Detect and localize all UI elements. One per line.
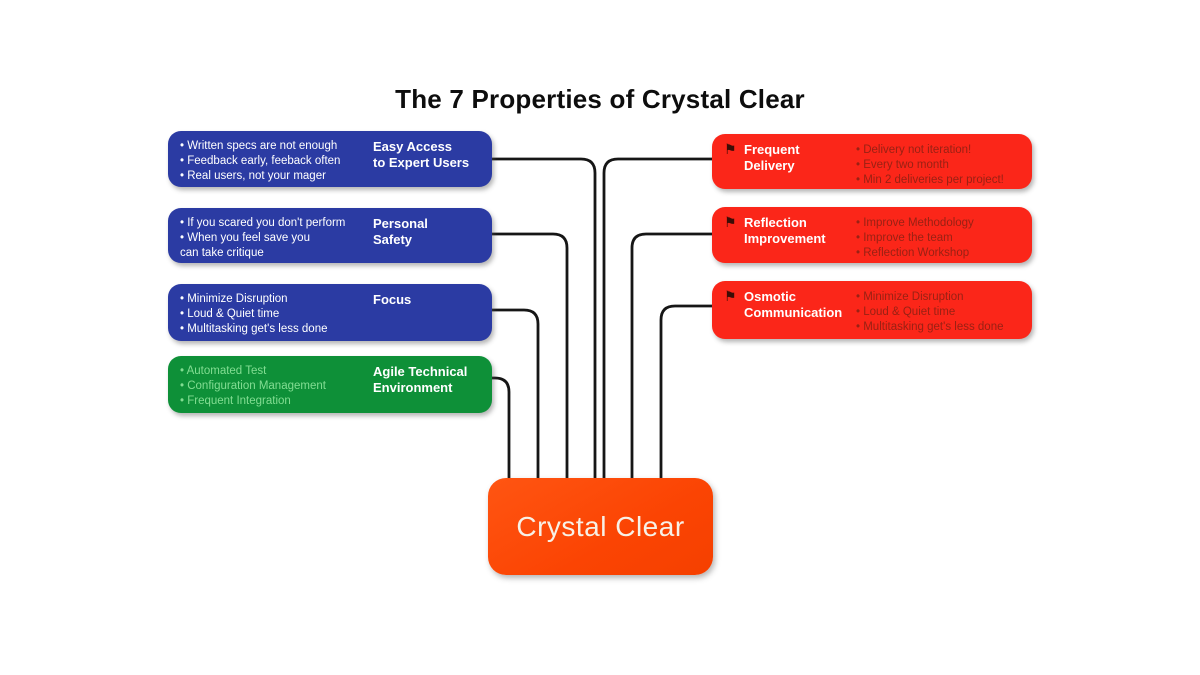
bullet-line: • Real users, not your mager [180,170,326,182]
bullet-list: • If you scared you don't perform • When … [180,216,373,261]
bullet-line: • Loud & Quiet time [856,306,956,318]
bullet-line: • Every two month [856,159,949,171]
bullet-line: • Frequent Integration [180,395,291,407]
bullet-line: • Configuration Management [180,380,326,392]
node-crystal-clear: Crystal Clear [488,478,713,575]
node-label: Agile Technical Environment [373,364,468,395]
node-frequent-delivery: ⚑ Frequent Delivery • Delivery not itera… [712,134,1032,189]
node-osmotic-communication: ⚑ Osmotic Communication • Minimize Disru… [712,281,1032,339]
bullet-list: • Minimize Disruption • Loud & Quiet time… [180,292,373,337]
bullet-line: can take critique [180,247,264,259]
node-label: Focus [373,292,412,307]
bullet-line: • Loud & Quiet time [180,308,280,320]
node-focus: • Minimize Disruption • Loud & Quiet time… [168,284,492,341]
connector-osmotic-communication [659,304,712,478]
node-label: Osmotic Communication [744,289,843,320]
connector-reflection-improvement [630,232,712,478]
flag-icon: ⚑ [724,141,737,157]
connector-agile-environment [492,376,511,478]
bullet-list: • Improve Methodology • Improve the team •… [856,216,974,261]
bullet-list: • Delivery not iteration! • Every two mon… [856,143,1004,188]
bullet-line: • Minimize Disruption [180,293,288,305]
node-agile-technical-environment: • Automated Test • Configuration Manageme… [168,356,492,413]
bullet-line: • Improve Methodology [856,217,974,229]
node-label: Easy Access to Expert Users [373,139,470,170]
node-reflection-improvement: ⚑ Reflection Improvement • Improve Metho… [712,207,1032,263]
bullet-line: • Min 2 deliveries per project! [856,174,1004,186]
bullet-line: • Minimize Disruption [856,291,964,303]
bullet-line: • Multitasking get's less done [856,321,1004,333]
bullet-line: • If you scared you don't perform [180,217,346,229]
node-label: Personal Safety [373,216,428,247]
flag-icon: ⚑ [724,214,737,230]
connector-focus [492,308,540,478]
node-easy-access: • Written specs are not enough • Feedback… [168,131,492,187]
node-personal-safety: • If you scared you don't perform • When … [168,208,492,263]
bullet-list: • Written specs are not enough • Feedback… [180,139,373,184]
flag-icon: ⚑ [724,288,737,304]
node-label: Reflection Improvement [744,215,826,246]
bullet-line: • Multitasking get's less done [180,323,328,335]
bullet-list: • Automated Test • Configuration Manageme… [180,364,373,409]
bullet-line: • Feedback early, feeback often [180,155,341,167]
bullet-line: • Delivery not iteration! [856,144,972,156]
diagram-title: The 7 Properties of Crystal Clear [395,84,805,114]
connector-frequent-delivery [602,157,712,478]
connector-personal-safety [492,232,569,478]
bullet-line: • Automated Test [180,365,267,377]
connector-easy-access [492,157,597,478]
bullet-line: • Reflection Workshop [856,247,970,259]
bullet-line: • Improve the team [856,232,953,244]
node-label: Frequent Delivery [744,142,800,173]
bullet-line: • Written specs are not enough [180,140,338,152]
bullet-line: • When you feel save you [180,232,310,244]
bullet-list: • Minimize Disruption • Loud & Quiet time… [856,290,1004,335]
center-label: Crystal Clear [516,510,685,542]
